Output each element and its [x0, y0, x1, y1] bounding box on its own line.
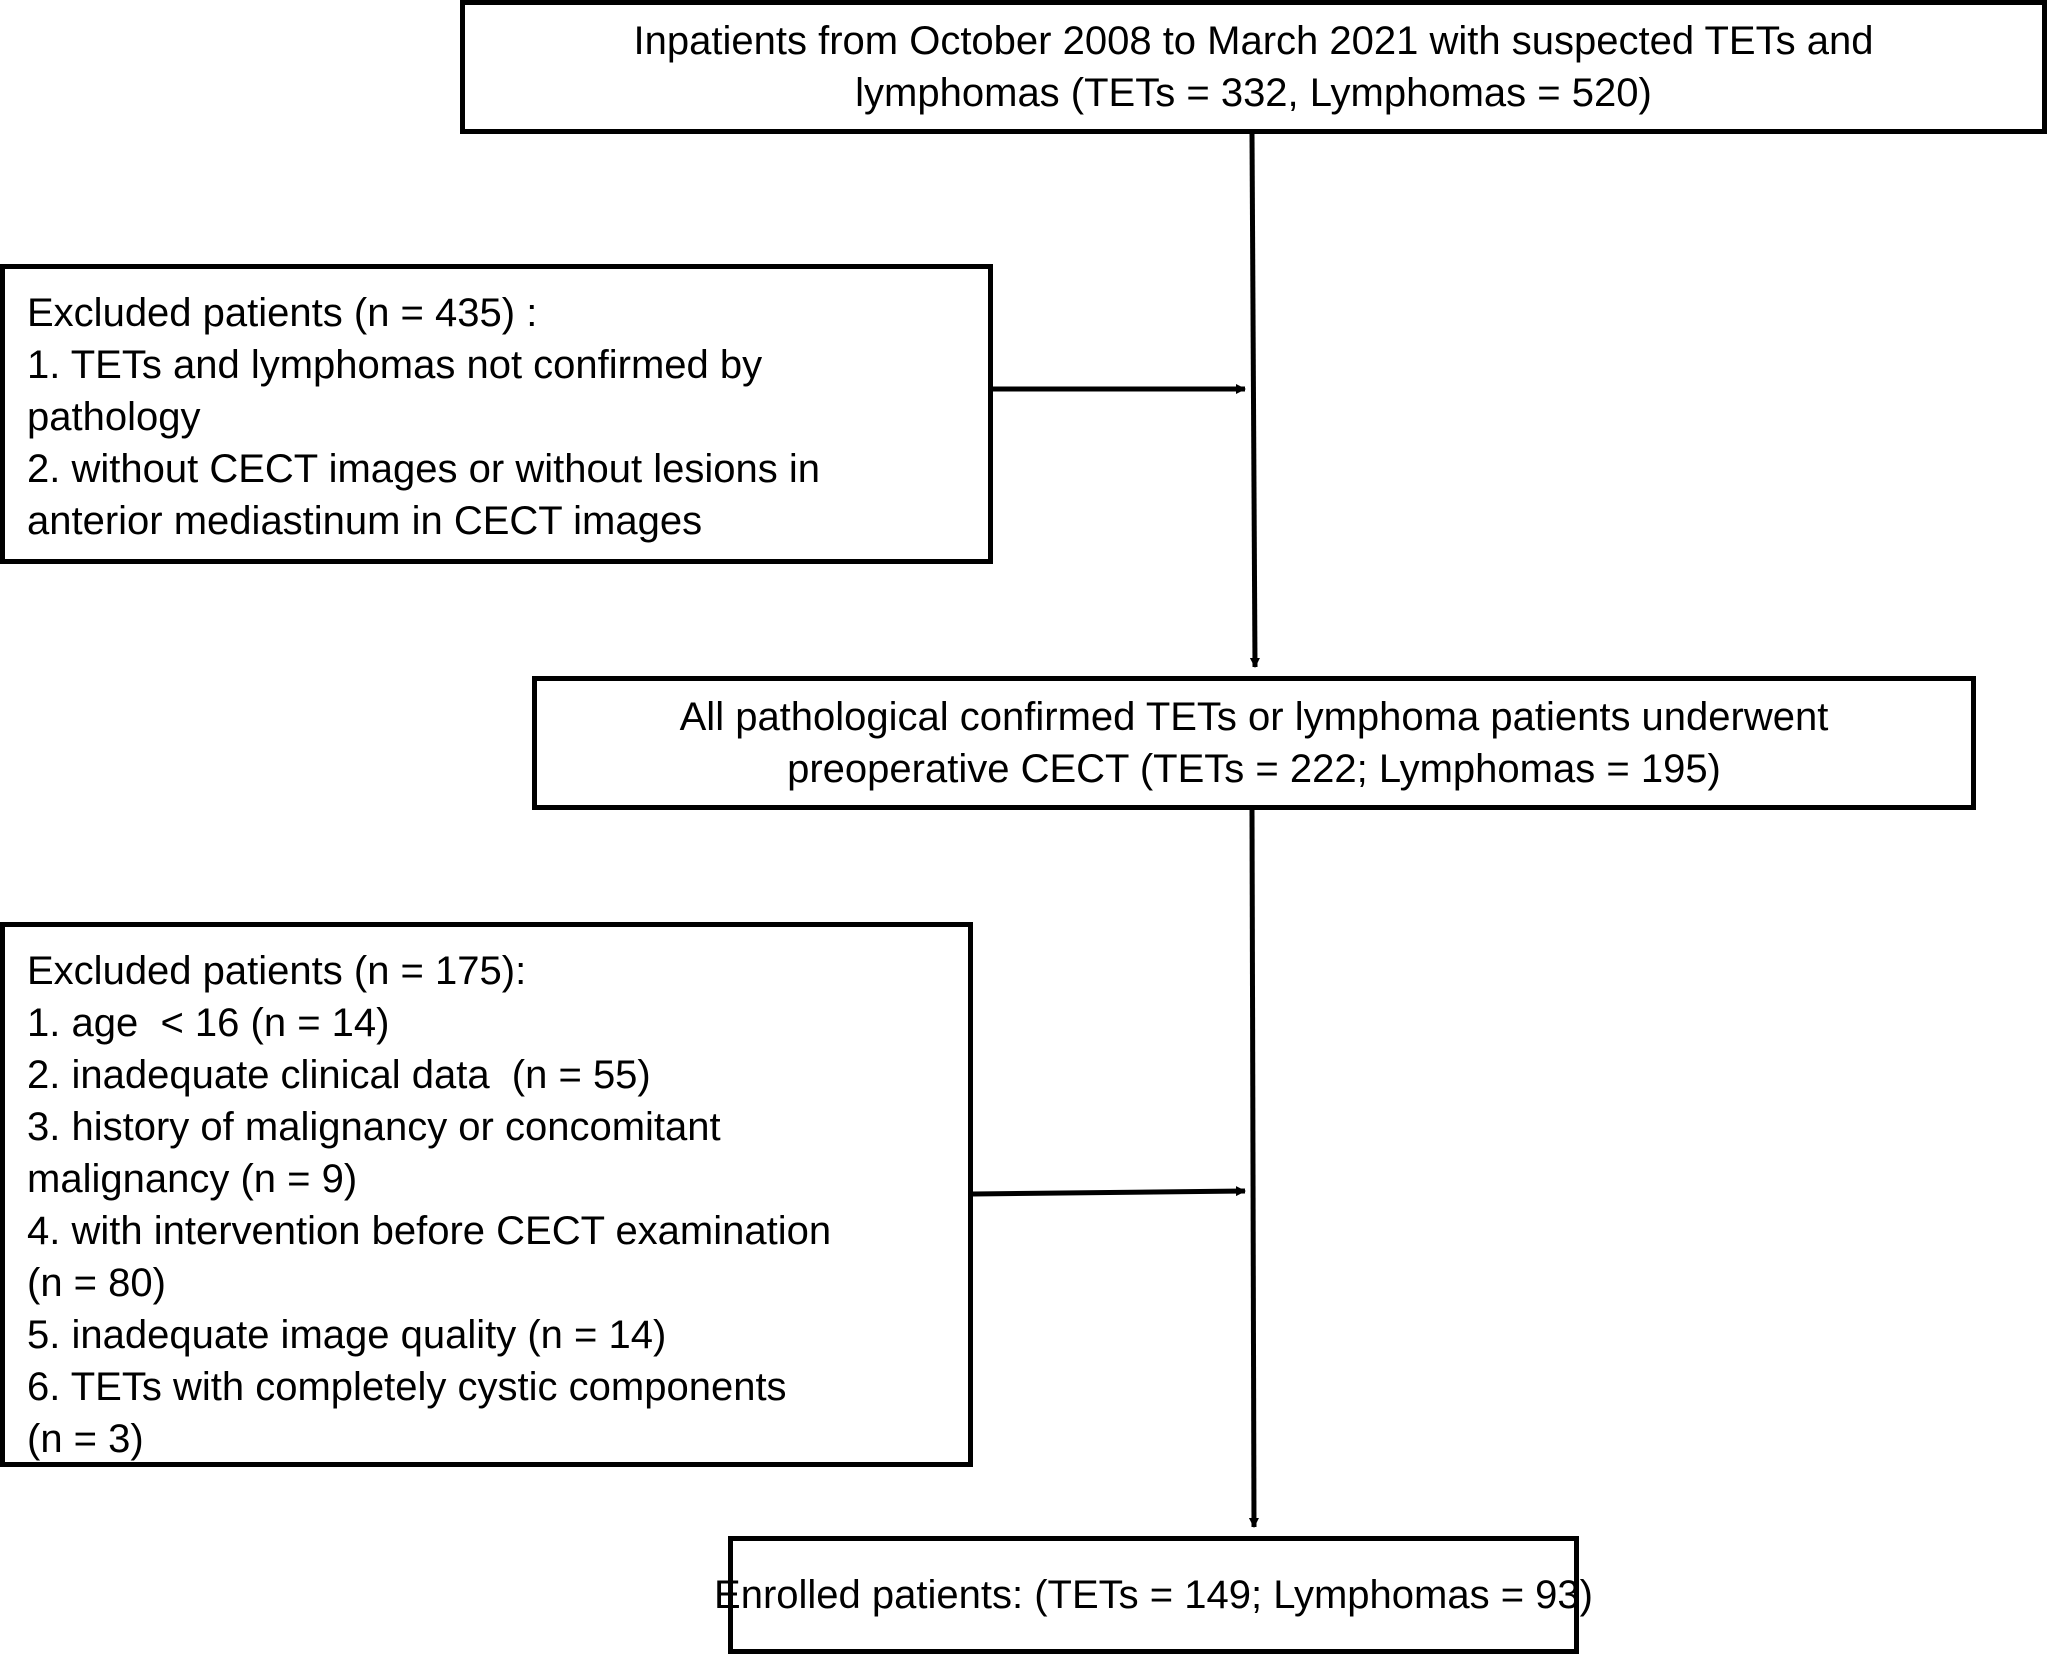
arrow-main-1	[1249, 133, 1260, 668]
exclusion-2-line-8: 5. inadequate image quality (n = 14)	[27, 1313, 667, 1357]
exclusion-2-line-7: (n = 80)	[27, 1261, 166, 1305]
exclusion-2-line-1: Excluded patients (n = 175):	[27, 949, 527, 993]
exclusion-box-1: Excluded patients (n = 435) : 1. TETs an…	[0, 264, 993, 564]
exclusion-1-line-2: 1. TETs and lymphomas not confirmed by	[27, 343, 763, 387]
inpatients-line-1: Inpatients from October 2008 to March 20…	[633, 19, 1874, 63]
exclusion-1-line-3: pathology	[27, 395, 201, 439]
inpatients-line-2: lymphomas (TETs = 332, Lymphomas = 520)	[855, 71, 1652, 115]
confirmed-line-1: All pathological confirmed TETs or lymph…	[679, 695, 1829, 739]
exclusion-2-line-3: 2. inadequate clinical data (n = 55)	[27, 1053, 651, 1097]
arrow-exclusion-2	[972, 1186, 1246, 1197]
confirmed-box: All pathological confirmed TETs or lymph…	[532, 676, 1976, 810]
exclusion-2-line-2: 1. age < 16 (n = 14)	[27, 1001, 390, 1045]
exclusion-box-2: Excluded patients (n = 175): 1. age < 16…	[0, 922, 973, 1467]
confirmed-line-2: preoperative CECT (TETs = 222; Lymphomas…	[787, 747, 1721, 791]
exclusion-1-line-5: anterior mediastinum in CECT images	[27, 499, 703, 543]
exclusion-2-line-9: 6. TETs with completely cystic component…	[27, 1365, 787, 1409]
exclusion-2-line-5: malignancy (n = 9)	[27, 1157, 358, 1201]
inpatients-box: Inpatients from October 2008 to March 20…	[460, 0, 2047, 134]
enrolled-line-1: Enrolled patients: (TETs = 149; Lymphoma…	[714, 1573, 1593, 1617]
exclusion-2-line-10: (n = 3)	[27, 1417, 144, 1461]
exclusion-2-line-4: 3. history of malignancy or concomitant	[27, 1105, 721, 1149]
arrow-main-2	[1248, 809, 1259, 1528]
exclusion-2-line-6: 4. with intervention before CECT examina…	[27, 1209, 832, 1253]
exclusion-1-line-1: Excluded patients (n = 435) :	[27, 291, 538, 335]
exclusion-1-line-4: 2. without CECT images or without lesion…	[27, 447, 820, 491]
enrolled-box: Enrolled patients: (TETs = 149; Lymphoma…	[714, 1536, 1593, 1654]
